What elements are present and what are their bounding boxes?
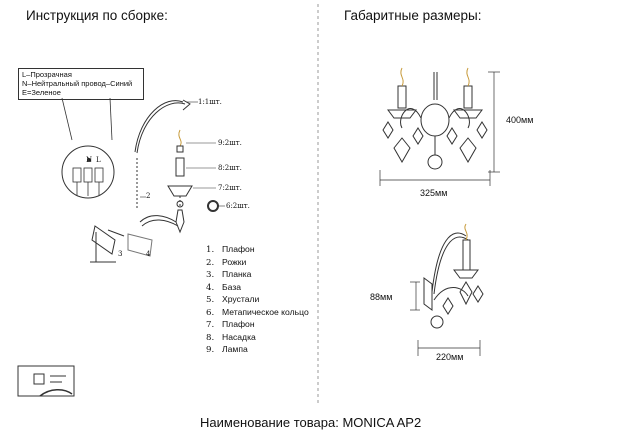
- assembly-heading: Инструкция по сборке:: [26, 8, 168, 23]
- parts-list-item: 9.Лампа: [206, 344, 248, 356]
- front-view-icon: [382, 67, 488, 170]
- callout-1: 1:1шт.: [198, 98, 222, 106]
- wiring-legend: L–Прозрачная N–Нейтральный провод–Синий …: [18, 68, 144, 100]
- terminal-label-l: L: [96, 156, 101, 164]
- side-view-icon: [423, 223, 484, 329]
- terminal-label-n: N: [86, 156, 93, 164]
- parts-list-item: 2.Рожки: [206, 256, 247, 268]
- product-name: Наименование товара: MONICA AP2: [200, 415, 422, 430]
- terminal-block-icon: [61, 145, 115, 199]
- callout-num-4: 4: [146, 250, 151, 258]
- parts-list-item: 5.Хрустали: [206, 294, 260, 306]
- parts-list-item: 1.Плафон: [206, 244, 255, 255]
- dimensions-heading: Габаритные размеры:: [344, 8, 482, 23]
- parts-list-item: 3.Планка: [206, 269, 252, 281]
- width-label: 325мм: [420, 188, 448, 198]
- side-height-label: 88мм: [370, 292, 393, 302]
- legend-line-live: L–Прозрачная: [22, 70, 72, 79]
- parts-list-item: 4.База: [206, 281, 242, 293]
- callout-6: 6:2шт.: [226, 202, 250, 210]
- mount-plate-icon: [90, 225, 153, 263]
- callout-num-3: 3: [118, 250, 123, 258]
- parts-list: 1.Плафон 2.Рожки 3.Планка 4.База 5.Хруст…: [206, 244, 309, 357]
- legend-line-neutral: N–Нейтральный провод–Синий: [22, 79, 133, 88]
- callout-7: 7:2шт.: [218, 184, 242, 192]
- callout-num-2: 2: [146, 192, 151, 200]
- legend-line-earth: E=Зеленое: [22, 88, 61, 97]
- parts-list-item: 8.Насадка: [206, 331, 256, 343]
- parts-list-item: 7.Плафон: [206, 319, 255, 331]
- callout-8: 8:2шт.: [218, 164, 242, 172]
- callout-9: 9:2шт.: [218, 139, 242, 147]
- parts-column-icon: [167, 129, 193, 234]
- installation-inset-icon: [17, 365, 75, 397]
- arm-exploded-icon: [134, 99, 191, 227]
- height-label: 400мм: [506, 115, 534, 125]
- parts-list-item: 6.Метапическое кольцо: [206, 306, 309, 318]
- depth-label: 220мм: [436, 352, 464, 362]
